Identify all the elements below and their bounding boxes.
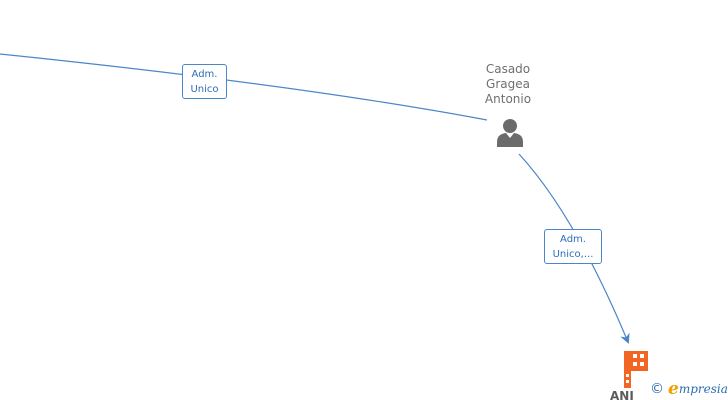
company-node-name[interactable]: ANI (610, 389, 634, 400)
empresia-watermark: © e mpresia (650, 378, 728, 400)
edge-label-line: Unico,... (552, 249, 594, 260)
edge-label-line: Unico (190, 84, 219, 95)
edge-label-line: Adm. (191, 69, 218, 80)
edge-line-adm-unico[interactable] (0, 53, 488, 121)
person-name-line: Antonio (484, 92, 532, 106)
copyright-symbol: © (650, 381, 664, 397)
edge-label-adm-unico-multi[interactable]: Adm. Unico,... (544, 229, 602, 264)
person-name-line: Gragea (486, 77, 530, 91)
edge-label-adm-unico[interactable]: Adm. Unico (182, 64, 227, 99)
person-node-name[interactable]: Casado Gragea Antonio (468, 62, 548, 107)
edge-label-line: Adm. (560, 234, 586, 245)
person-name-line: Casado (485, 62, 531, 76)
brand-logo-initial: e (668, 379, 679, 399)
person-icon[interactable] (494, 117, 526, 147)
building-icon[interactable] (622, 350, 652, 388)
brand-logo-text: mpresia (678, 382, 728, 396)
